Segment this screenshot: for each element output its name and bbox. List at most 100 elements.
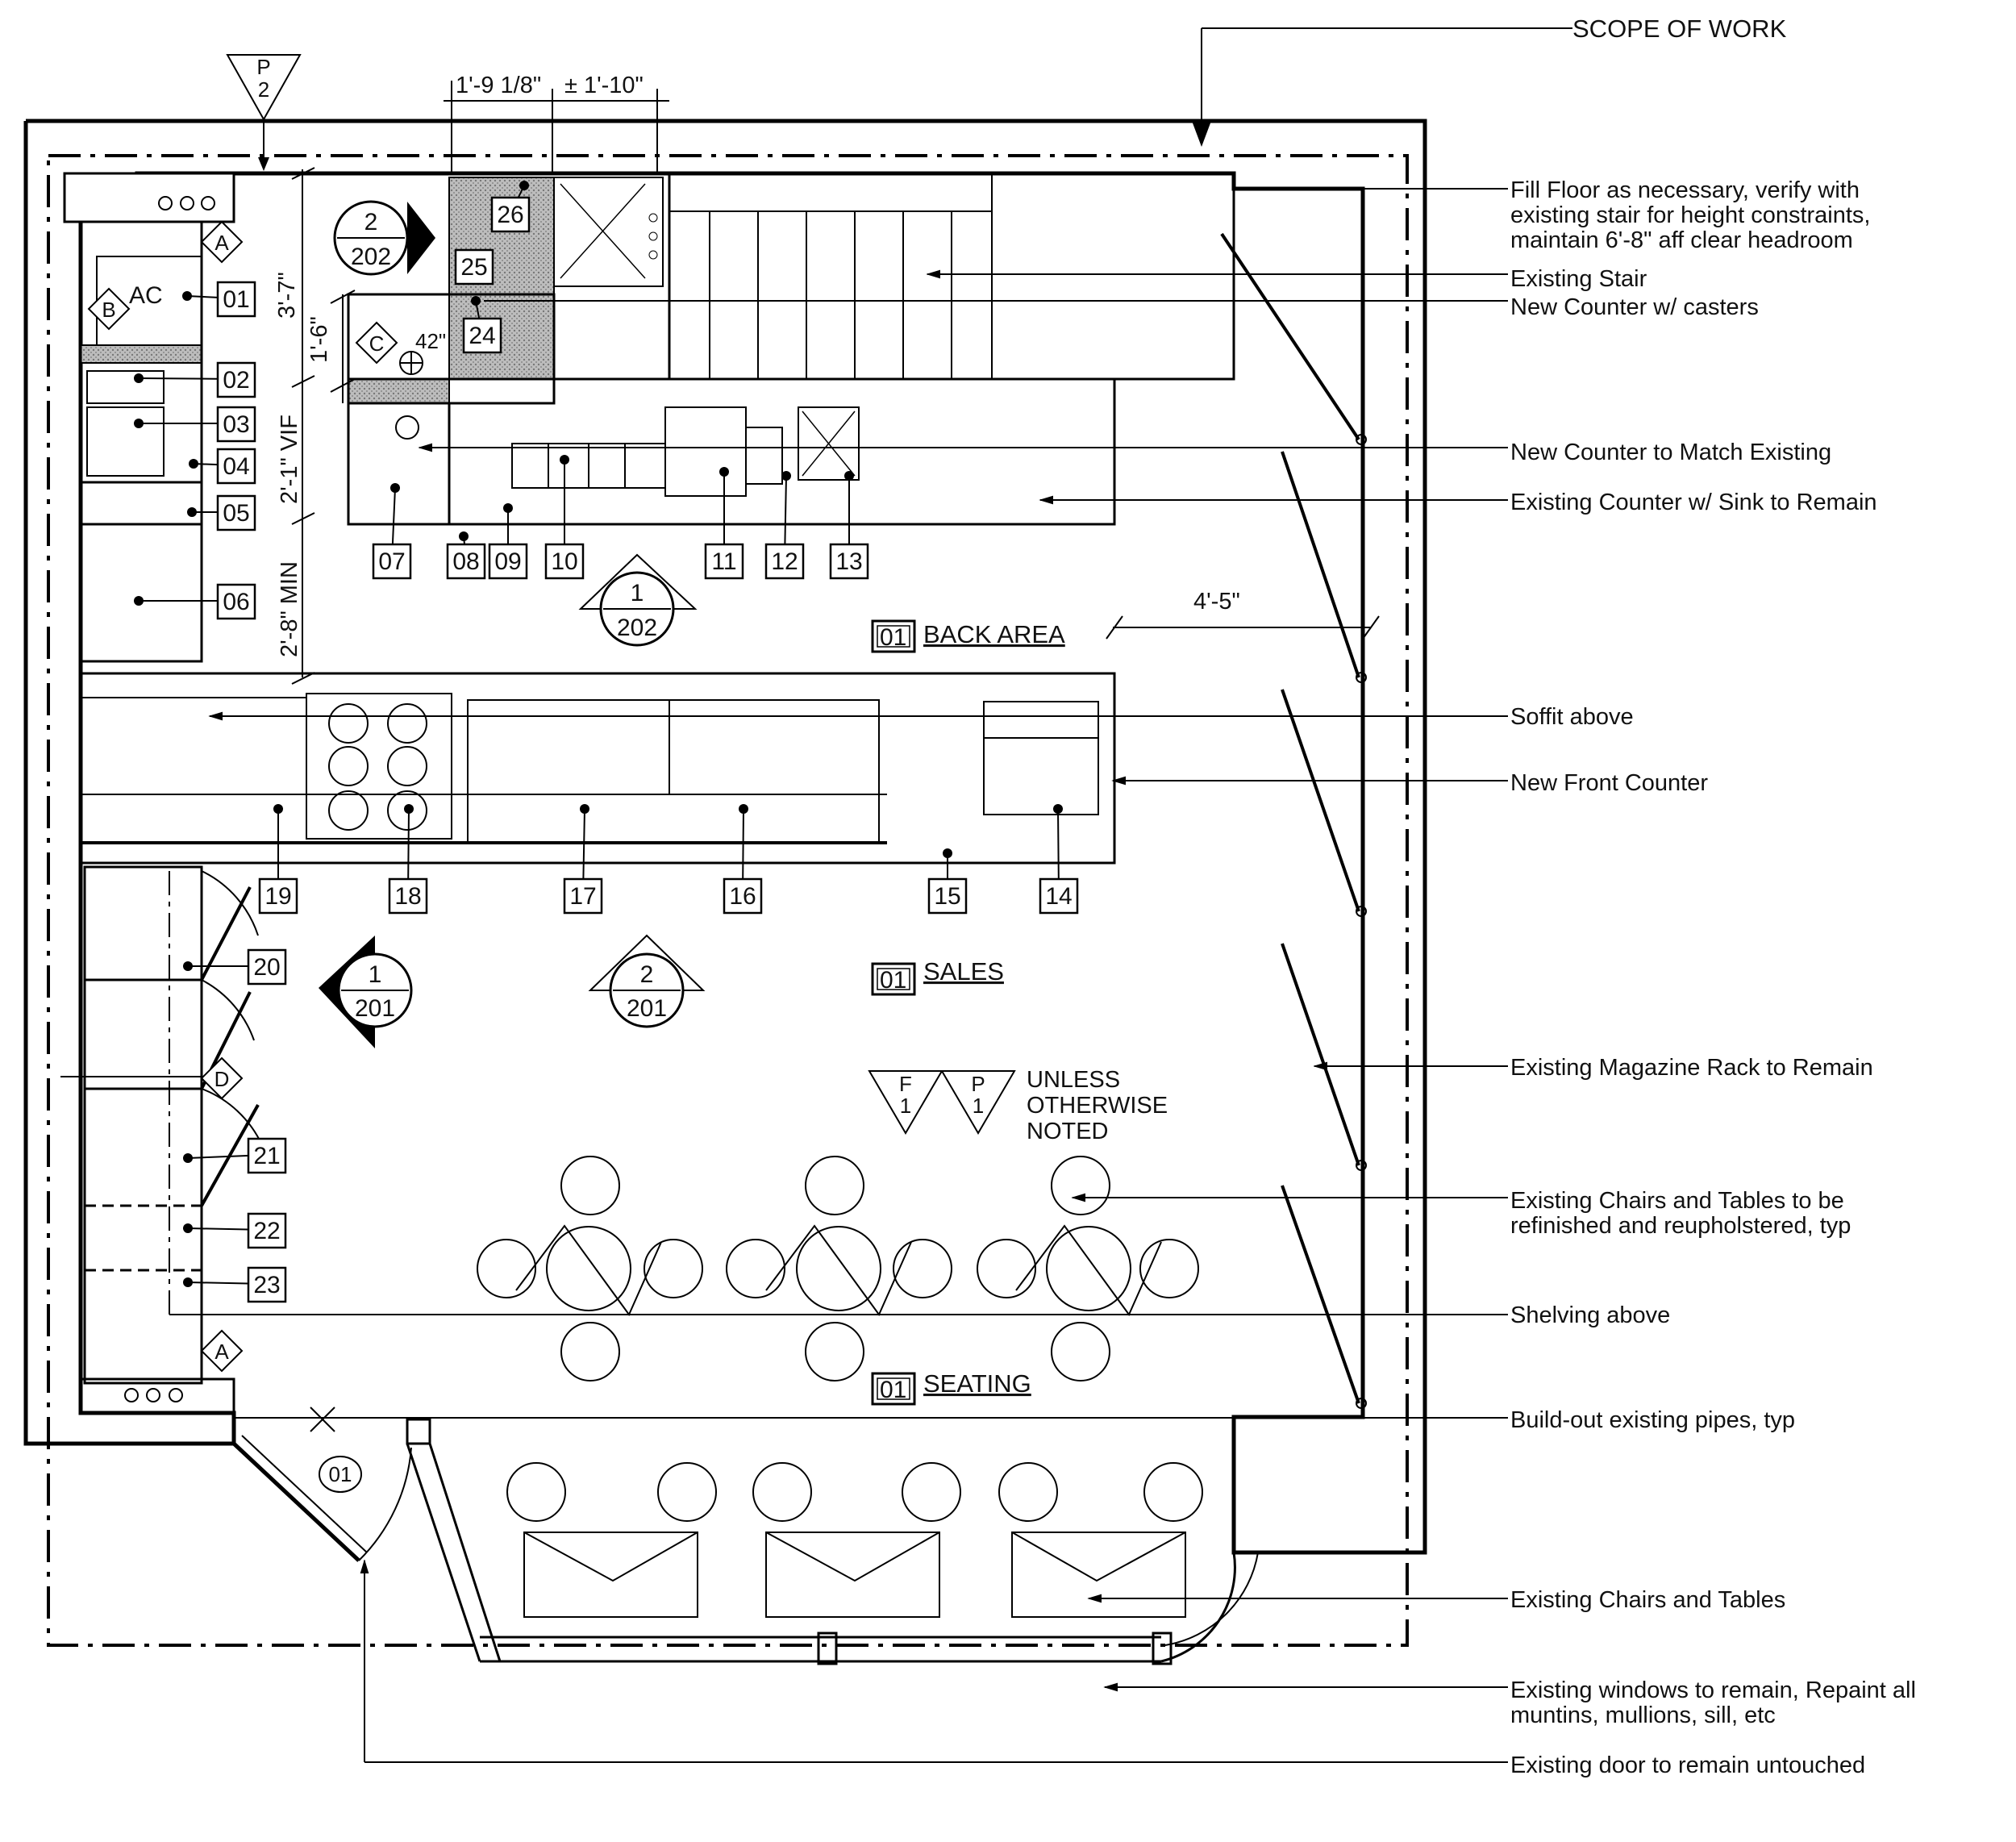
- dimension-v3: 2'-1" VIF: [277, 415, 302, 504]
- front-counter: [79, 672, 1116, 865]
- tag-number: 19: [264, 883, 291, 910]
- wall-tag-a-bottom: A: [200, 1329, 244, 1373]
- room-number: 01: [880, 967, 906, 994]
- tag-box: [544, 543, 585, 580]
- tag-dot: [404, 804, 414, 814]
- tag-number: 01: [223, 286, 249, 313]
- wall-tag-letter: A: [215, 1340, 229, 1364]
- equipment-tag-17: 17: [563, 804, 603, 915]
- dimension-v1: 3'-7": [274, 272, 300, 319]
- annotation-existing-counter-sink: Existing Counter w/ Sink to Remain: [1510, 490, 1877, 515]
- tag-box: [446, 543, 486, 580]
- tag-dot: [134, 596, 144, 606]
- tag-dot: [943, 848, 952, 858]
- tag-box: [216, 494, 256, 531]
- tag-number: 12: [771, 548, 798, 575]
- tag-box: [216, 583, 256, 620]
- wall-tag-letter: A: [215, 231, 229, 255]
- equipment-tag-18: 18: [388, 804, 428, 915]
- seating-tables: [477, 1156, 1199, 1382]
- equipment-tag-22: 22: [183, 1212, 287, 1249]
- room-number: 01: [880, 1377, 906, 1403]
- door-tag: 01: [319, 1456, 362, 1493]
- equipment-tag-10: 10: [544, 455, 585, 580]
- back-counter: [347, 293, 1116, 526]
- tag-dot: [183, 961, 193, 971]
- tag-box: [258, 877, 298, 915]
- annotation-fill-floor: Fill Floor as necessary, verify with: [1510, 177, 1860, 203]
- elevation-sheet: 201: [627, 995, 667, 1022]
- finish-tag-p2: P 2: [226, 54, 302, 171]
- annotation-chairs-tables: Existing Chairs and Tables: [1510, 1587, 1785, 1613]
- equipment-tag-01: 01: [182, 281, 256, 318]
- annotation-existing-stair: Existing Stair: [1510, 266, 1647, 292]
- unless-otherwise-noted: UNLESS OTHERWISE NOTED: [1027, 1067, 1168, 1144]
- note-line: UNLESS: [1027, 1067, 1120, 1093]
- finish-number: 2: [258, 77, 269, 102]
- tag-dot: [503, 503, 513, 513]
- dimension-lines: [291, 81, 1380, 685]
- equipment-tag-13: 13: [829, 471, 869, 580]
- dimension-top-a: 1'-9 1/8": [456, 73, 541, 98]
- room-label-seating: 01 SEATING: [871, 1369, 1031, 1406]
- tag-number: 13: [835, 548, 862, 575]
- tag-dot: [390, 483, 400, 493]
- equipment-tag-02: 02: [134, 361, 256, 398]
- tag-box: [247, 1137, 287, 1174]
- tag-dot: [183, 1223, 193, 1233]
- tag-box: [829, 543, 869, 580]
- door-number: 01: [329, 1462, 352, 1486]
- wall-tag-letter: C: [369, 331, 385, 356]
- elevation-number: 2: [640, 961, 654, 988]
- elevation-sheet: 201: [355, 995, 395, 1022]
- wall-tag-letter: D: [215, 1067, 230, 1091]
- equipment-tag-11: 11: [704, 467, 744, 580]
- note-line: NOTED: [1027, 1119, 1109, 1144]
- tag-dot: [560, 455, 569, 465]
- elevation-marker-1-201: 1 201: [319, 936, 413, 1048]
- annotation-magazine-rack: Existing Magazine Rack to Remain: [1510, 1055, 1873, 1081]
- tag-number: 03: [223, 411, 249, 438]
- room-name: SALES: [923, 957, 1004, 986]
- equipment-tag-24: 24: [462, 296, 502, 354]
- finish-letter: P: [256, 55, 270, 79]
- scope-of-work-label: SCOPE OF WORK: [1572, 15, 1787, 43]
- finish-letter: F: [899, 1072, 912, 1096]
- annotation-chairs-tables-refinish: Existing Chairs and Tables to be: [1510, 1188, 1844, 1214]
- tag-box: [372, 543, 412, 580]
- tag-dot: [187, 507, 197, 517]
- equipment-tag-19: 19: [258, 804, 298, 915]
- magazine-racks: [1220, 232, 1367, 1409]
- tag-dot: [739, 804, 748, 814]
- tag-number: 15: [934, 883, 960, 910]
- wall-tag-b: B: [87, 287, 131, 331]
- tag-number: 04: [223, 453, 249, 480]
- room-label-back-area: 01 BACK AREA: [871, 619, 1065, 653]
- equipment-tag-21: 21: [183, 1137, 287, 1174]
- annotation-door: Existing door to remain untouched: [1510, 1752, 1865, 1778]
- tag-number: 21: [253, 1143, 280, 1169]
- outer-walls: [23, 119, 1427, 1555]
- tag-number: 09: [494, 548, 521, 575]
- tag-box: [216, 406, 256, 443]
- equipment-tag-16: 16: [723, 804, 763, 915]
- tag-number: 16: [729, 883, 756, 910]
- tag-number: 08: [452, 548, 479, 575]
- room-name: BACK AREA: [923, 620, 1065, 648]
- tag-box: [563, 877, 603, 915]
- tag-dot: [183, 1277, 193, 1287]
- tag-dot: [134, 419, 144, 428]
- tag-number: 23: [253, 1272, 280, 1298]
- tag-dot: [182, 291, 192, 301]
- tag-box: [490, 196, 531, 233]
- storefront: [232, 1407, 1259, 1665]
- room-label-sales: 01 SALES: [871, 957, 1004, 996]
- annotation-fill-floor: existing stair for height constraints,: [1510, 202, 1870, 228]
- tag-dot: [519, 181, 529, 190]
- tag-box: [488, 543, 528, 580]
- equipment-tag-09: 09: [488, 503, 528, 580]
- finish-letter: P: [971, 1072, 985, 1096]
- tag-dot: [1053, 804, 1063, 814]
